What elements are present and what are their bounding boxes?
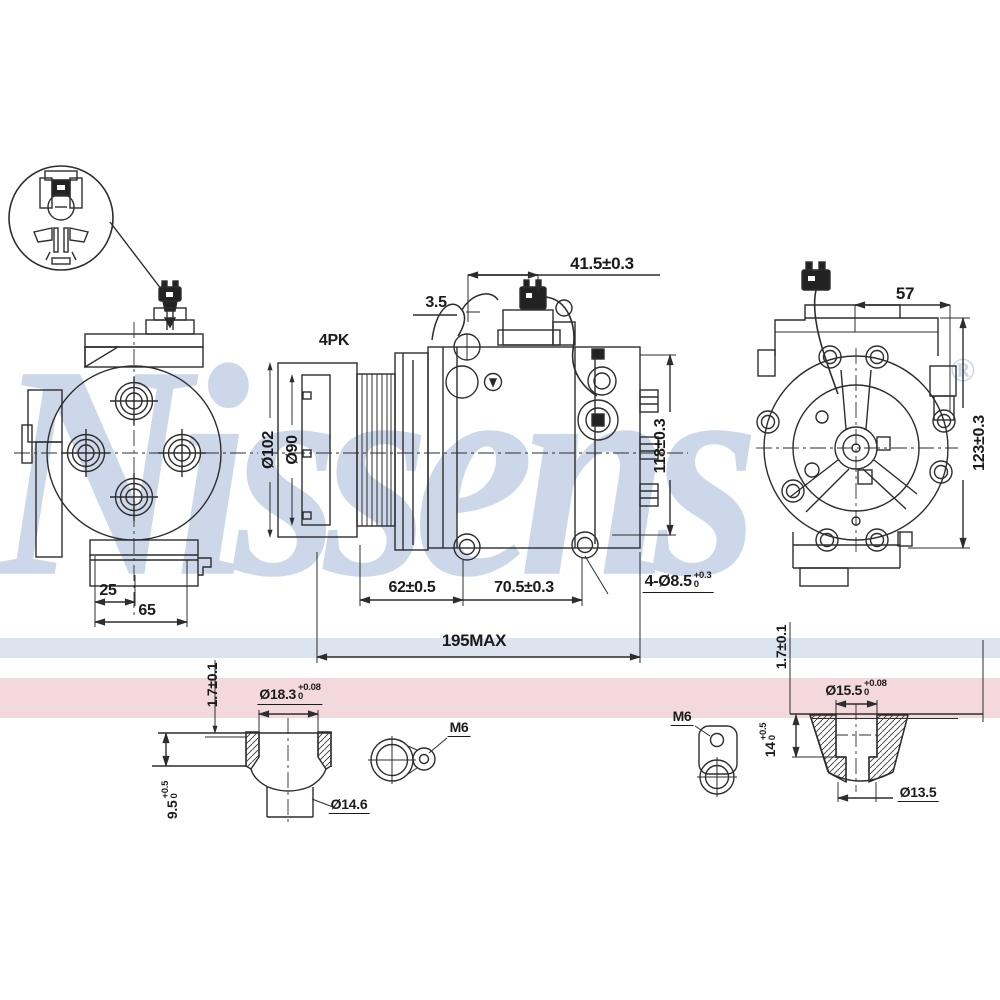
dim-3-5: 3.5 [425, 294, 447, 311]
dim-mount-holes: 4-Ø8.5 +0.3 0 [642, 570, 714, 593]
belt-type-label: 4PK [318, 332, 350, 349]
thread-label-m6-middle: M6 [447, 719, 471, 737]
thread-label-m6-right: M6 [670, 708, 694, 726]
dim-25: 25 [99, 582, 117, 599]
dim-height-118: 118±0.3 [652, 418, 669, 474]
dim-mount-holes-tolerance: +0.3 0 [693, 570, 712, 590]
dim-port-14-6: Ø14.6 [328, 796, 370, 814]
dim-depth-9-5: 9.5 +0.5 0 [160, 780, 180, 820]
dim-depth-14: 14 +0.5 0 [758, 722, 778, 758]
dim-pulley-outer-diameter: Ø102 [260, 431, 277, 469]
dim-port-18-3: Ø18.3 +0.08 0 [257, 682, 323, 705]
dim-70-5: 70.5±0.3 [494, 579, 554, 596]
dim-mount-holes-value: 4-Ø8.5 [644, 573, 692, 590]
pink-stripe [0, 678, 1000, 718]
blue-stripe [0, 638, 1000, 658]
dim-port-15-5: Ø15.5 +0.08 0 [825, 678, 887, 698]
dim-port-13-5: Ø13.5 [897, 784, 939, 802]
dim-1-7-left: 1.7±0.1 [204, 662, 220, 708]
dim-pulley-inner-diameter: Ø90 [284, 435, 301, 465]
dim-65: 65 [138, 602, 156, 619]
dim-overall-length: 195MAX [441, 631, 507, 650]
dim-1-7-right: 1.7±0.1 [773, 624, 789, 670]
nissens-watermark: Nissens [0, 302, 760, 640]
dim-41-5: 41.5±0.3 [570, 254, 634, 273]
dim-height-123: 123±0.3 [971, 415, 988, 471]
dim-9-5-tolerance: +0.5 0 [160, 780, 180, 799]
dim-62: 62±0.5 [388, 579, 436, 596]
dim-15-5-tolerance: +0.08 0 [864, 678, 887, 698]
dim-18-3-tolerance: +0.08 0 [298, 682, 321, 702]
dim-14-tolerance: +0.5 0 [758, 722, 778, 741]
dim-57: 57 [895, 284, 915, 303]
